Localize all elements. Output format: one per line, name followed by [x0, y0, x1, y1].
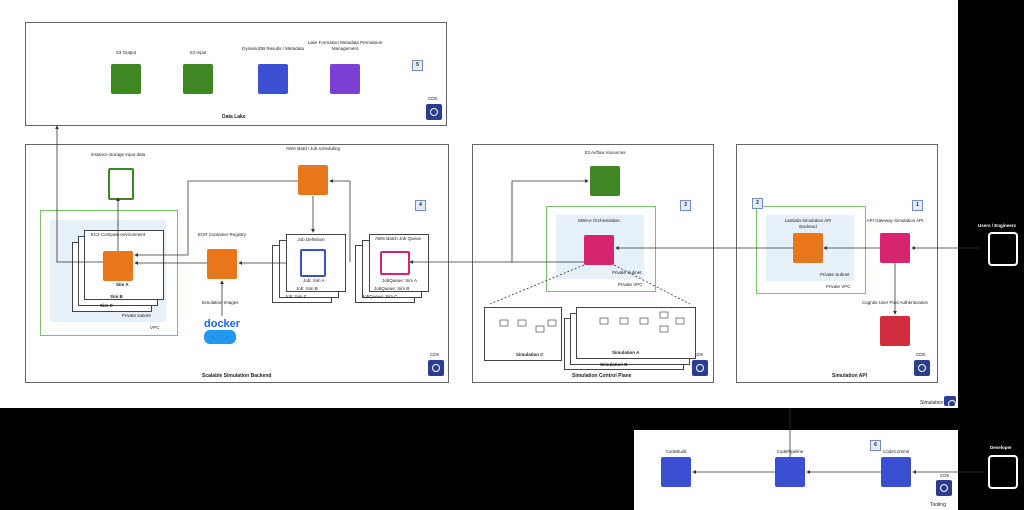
- data-lake-cdk-icon: [426, 104, 442, 120]
- control-plane-vpc-box: [546, 206, 656, 292]
- s3-airflow-icon: [590, 166, 620, 196]
- job-queue-icon: [380, 251, 410, 275]
- mwaa-label: MWAA Orchestration: [578, 218, 620, 223]
- mwaa-to-s3-arrow: [511, 179, 589, 263]
- s3-output-icon: [111, 64, 141, 94]
- data-lake-box: [25, 22, 447, 126]
- lambda-label: Lambda Simulation API Backend: [784, 218, 832, 229]
- backend-cdk-label: CDK: [430, 352, 440, 357]
- backend-cdk-icon: [428, 360, 444, 376]
- sim-c-workflow-label: Simulation C: [516, 352, 544, 357]
- api-gateway-icon: [880, 233, 910, 263]
- users-bottom-label: Developer: [990, 445, 1012, 450]
- control-plane-number: 3: [680, 200, 691, 211]
- job-definition-icon: [300, 249, 326, 277]
- codecommit-icon: [881, 457, 911, 487]
- sim-b-label: Sim B: [110, 294, 123, 299]
- batch-to-ec2-arrow: [134, 180, 298, 257]
- s3-airflow-label: S3 Airflow resources: [584, 150, 626, 155]
- api-title: Simulation API: [832, 373, 868, 379]
- job-queue-sim-b: JobQueue: Sim B: [374, 286, 410, 291]
- tooling-number: 6: [870, 440, 881, 451]
- lambda-icon: [793, 233, 823, 263]
- codebuild-icon: [661, 457, 691, 487]
- codepipeline-icon: [775, 457, 805, 487]
- api-private-subnet-label: Private Subnet: [820, 272, 850, 277]
- data-lake-number: 5: [412, 60, 423, 71]
- job-def-label: Job Definition: [297, 237, 325, 242]
- docker-label: Simulation Images: [201, 300, 239, 305]
- backend-private-subnet-label: Private subnet: [122, 313, 151, 318]
- api-vpc-box: [756, 206, 866, 294]
- sim-c-workflow-card: [484, 307, 562, 361]
- job-def-sim-c: Job: Sim C: [285, 294, 308, 299]
- tooling-cdk-icon: [936, 480, 952, 496]
- api-number-1: 1: [912, 200, 923, 211]
- sim-a-workflow-card: [576, 307, 696, 359]
- lake-formation-label: Lake Formation Metadata Permission Manag…: [307, 40, 383, 51]
- queue-to-batch-arrow: [329, 179, 351, 262]
- ecr-icon: [207, 249, 237, 279]
- sim-a-workflow-label: Simulation A: [612, 350, 640, 355]
- dynamodb-icon: [258, 64, 288, 94]
- codecommit-label: CodeCommit: [882, 449, 910, 454]
- job-def-sim-a: Job: Sim A: [303, 278, 325, 283]
- tooling-cdk-label: CDK: [940, 473, 950, 478]
- s3-input-label: S3 Input: [189, 50, 207, 55]
- simulation-cdk-icon: [944, 396, 956, 408]
- api-number-2: 2: [752, 198, 763, 209]
- job-queue-sim-a: JobQueue: Sim A: [382, 278, 418, 283]
- api-gateway-label: API Gateway Simulation API: [866, 218, 924, 223]
- mwaa-to-workflow-left: [489, 264, 585, 305]
- sim-a-label: Sim A: [116, 282, 129, 287]
- dynamodb-label: DynamoDB Results / Metadata: [242, 46, 304, 51]
- sim-c-label: Sim C: [100, 303, 113, 308]
- backend-number: 4: [415, 200, 426, 211]
- instance-storage-icon: [108, 168, 134, 200]
- mwaa-icon: [584, 235, 614, 265]
- backend-vpc-label: VPC: [150, 325, 160, 330]
- batch-scheduling-icon: [298, 165, 328, 195]
- job-def-sim-b: Job: Sim B: [296, 286, 318, 291]
- api-cdk-label: CDK: [916, 352, 926, 357]
- data-lake-cdk-label: CDK: [428, 96, 438, 101]
- ecr-label: ECR Container Registry: [197, 232, 247, 237]
- mwaa-to-workflow-right: [613, 264, 691, 305]
- control-plane-cdk-label: CDK: [694, 352, 704, 357]
- users-top-label: Users / Engineers: [978, 223, 1017, 228]
- codebuild-label: CodeBuild: [665, 449, 687, 454]
- tooling-label: Tooling: [930, 502, 946, 508]
- api-cdk-icon: [914, 360, 930, 376]
- backend-vpc-box: [40, 210, 178, 336]
- docker-word: docker: [204, 318, 241, 330]
- users-group-icon: [988, 232, 1018, 266]
- s3-output-label: S3 Output: [115, 50, 137, 55]
- ec2-icon: [103, 251, 133, 281]
- job-queue-label: AWS Batch Job Queue: [374, 236, 422, 241]
- s3-input-icon: [183, 64, 213, 94]
- developer-group-icon: [988, 455, 1018, 489]
- backend-title: Scalable Simulation Backend: [202, 373, 272, 379]
- control-plane-cdk-icon: [692, 360, 708, 376]
- job-queue-sim-c: JobQueue: Sim C: [362, 294, 398, 299]
- docker-whale-icon: [204, 330, 236, 344]
- control-plane-vpc-label: Private VPC: [618, 282, 643, 287]
- control-plane-title: Simulation Control Plane: [572, 373, 632, 379]
- batch-scheduling-label: AWS Batch Job scheduling: [285, 146, 341, 151]
- simulation-label: Simulation: [920, 400, 944, 406]
- lake-formation-icon: [330, 64, 360, 94]
- api-vpc-label: Private VPC: [826, 284, 851, 289]
- control-plane-private-subnet-label: Private Subnet: [612, 270, 642, 275]
- data-lake-title: Data Lake: [222, 114, 246, 120]
- sim-b-workflow-label: Simulation B: [600, 362, 628, 367]
- cognito-icon: [880, 316, 910, 346]
- instance-storage-label: Instance storage Input data: [90, 152, 146, 157]
- ec2-to-data-lake-arrow: [55, 125, 103, 263]
